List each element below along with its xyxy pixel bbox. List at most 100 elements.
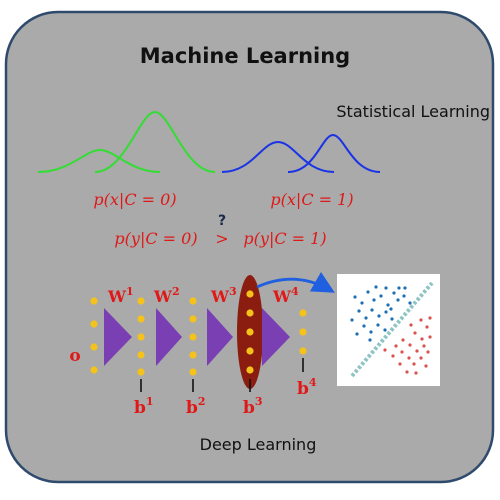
class-0-curve-a [37,148,161,173]
scatter-point [428,316,432,320]
bias-4-base: b [297,379,309,399]
scatter-point [414,371,418,375]
hidden-layer-2-neurons [189,297,197,376]
neuron [137,315,145,323]
scatter-point [362,324,366,328]
scatter-point [420,337,424,341]
weight-2-superscript: 2 [172,285,180,298]
neuron [189,368,197,376]
decision-boundary [350,281,434,378]
scatter-point [372,298,376,302]
bias-3-label: b3 [243,395,263,418]
layer-transforms [104,308,290,366]
scatter-point [390,317,394,321]
weight-4-label: W4 [272,285,299,306]
classifier-plot-background [337,274,440,386]
weight-3-label: W3 [210,285,237,306]
scatter-point [391,354,395,358]
scatter-point [408,301,412,305]
scatter-point [389,307,393,311]
scatter-point [383,348,387,352]
scatter-point [428,335,432,339]
scatter-point [364,316,368,320]
input-neurons [90,297,98,374]
layer-2-transform [156,308,182,366]
scatter-point [407,356,411,360]
hidden-layer-1-neurons [137,297,145,376]
class-0-distributions [37,110,216,173]
scatter-point [409,323,413,327]
neuron [189,315,197,323]
decision-right-term: p(y|C = 1) [243,229,326,248]
bias-2-superscript: 2 [198,395,206,408]
layer-1-transform [104,308,132,366]
scatter-point [398,362,402,366]
bias-connectors [140,358,304,392]
bias-3-superscript: 3 [255,395,263,408]
bias-2-label: b2 [186,395,206,418]
scatter-point [370,308,374,312]
bias-1-label: b1 [134,395,154,418]
scatter-point [355,332,359,336]
scatter-point [392,291,396,295]
neuron [299,347,307,355]
deep-learning-heading: Deep Learning [200,435,317,454]
decision-operator: > [215,229,228,248]
scatter-point [366,290,370,294]
class-1-likelihood-label: p(x|C = 1) [270,190,353,209]
scatter-point [426,350,430,354]
class-1-curve-b [287,133,381,173]
scatter-point [369,330,373,334]
weight-2-base: W [153,287,173,306]
scatter-point [415,349,419,353]
statistical-learning-heading: Statistical Learning [336,102,490,121]
neuron [137,368,145,376]
scatter-point [405,370,409,374]
scatter-point [384,286,388,290]
scatter-point [403,286,407,290]
weight-3-base: W [210,287,230,306]
neuron [90,320,98,328]
neuron [246,366,254,374]
bias-3-base: b [243,398,255,418]
scatter-point [386,303,390,307]
feature-arrow [256,271,335,293]
scatter-point [422,344,426,348]
scatter-point [402,294,406,298]
class-1-curve-a [221,140,335,173]
scatter-point [396,298,400,302]
scatter-point [350,318,354,322]
weight-2-label: W2 [153,285,180,306]
neuron [246,347,254,355]
neuron [299,309,307,317]
bias-1-superscript: 1 [146,395,154,408]
scatter-point [353,295,357,299]
neuron [90,366,98,374]
scatter-point [383,328,387,332]
scatter-point [412,362,416,366]
scatter-point [384,310,388,314]
scatter-point [374,285,378,289]
layer-3-transform [207,308,233,366]
scatter-point [360,301,364,305]
neuron [137,351,145,359]
class-0-likelihood-label: p(x|C = 0) [93,190,176,209]
weight-3-superscript: 3 [229,285,237,298]
scatter-point [408,343,412,347]
class-1-points [383,316,432,375]
weight-1-label: W1 [107,285,134,306]
bias-4-label: b4 [297,376,317,399]
classifier-plot [337,274,440,386]
class-0-points [350,285,412,342]
class-1-distributions [221,133,381,173]
scatter-point [357,309,361,313]
neuron [137,297,145,305]
scatter-point [419,318,423,322]
decision-left-term: p(y|C = 0) [114,229,197,248]
scatter-point [401,338,405,342]
input-label: o [69,346,80,366]
class-0-curve-b [94,110,216,173]
scatter-point [425,325,429,329]
scatter-point [377,314,381,318]
